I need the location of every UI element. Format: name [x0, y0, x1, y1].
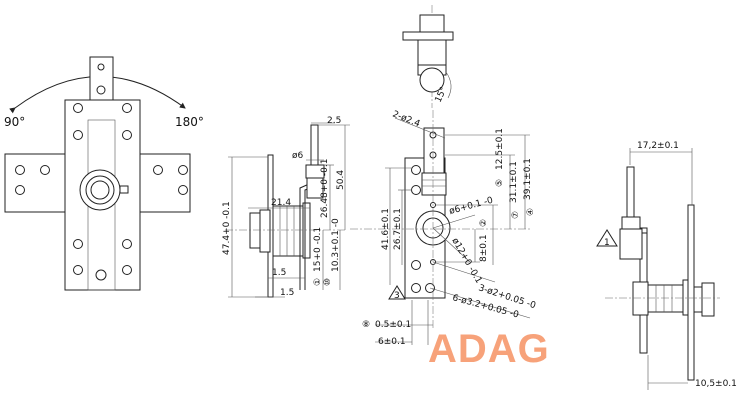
- marker-1: ①: [313, 278, 323, 286]
- brand-logo: ADAG: [428, 327, 550, 371]
- dim-15: 15+0 -0.1: [313, 227, 323, 272]
- dim-2-5: 2.5: [327, 116, 341, 126]
- dim-26-48: 26.48+0 -0.1: [320, 159, 330, 218]
- top-view: 15°: [402, 5, 454, 108]
- dim-d6: ø6: [292, 151, 304, 161]
- front-view: 2-ø2.4 39.1±0.1 ④ 31.1±0.1 ⑦ 12.5±0.1 ⑤ …: [350, 110, 537, 347]
- marker-4: ④: [526, 208, 536, 216]
- warning-3-label: 3: [394, 291, 400, 301]
- angle-180-label: 180°: [175, 115, 204, 129]
- dim-6: 6±0.1: [378, 337, 406, 347]
- dim-10-3: 10.3+0.1 -0: [331, 218, 341, 272]
- marker-5: ⑤: [495, 179, 505, 187]
- dim-39-1: 39.1±0.1: [523, 158, 533, 200]
- dim-31-1: 31.1±0.1: [509, 161, 519, 203]
- dim-1-5-b: 1.5: [280, 288, 294, 298]
- marker-2: ②: [479, 219, 489, 227]
- dim-d6-bore: ø6+0.1 -0: [448, 196, 494, 217]
- rotation-view: 90° 180°: [4, 56, 204, 291]
- warning-triangle-1: [596, 229, 618, 247]
- dim-47-4: 47.4+0 -0.1: [222, 201, 232, 255]
- dim-12-5: 12.5±0.1: [495, 128, 505, 170]
- dim-0-5: 0.5±0.1: [375, 320, 411, 330]
- dim-50-4: 50.4: [336, 170, 346, 190]
- angle-90-label: 90°: [4, 115, 25, 129]
- dim-21-4: 21.4: [271, 198, 291, 208]
- marker-7: ⑦: [511, 211, 521, 219]
- end-plate: [687, 204, 695, 381]
- dim-1-5-a: 1.5: [272, 268, 286, 278]
- dim-2-d2-4: 2-ø2.4: [391, 110, 422, 130]
- marker-8: ⑧: [362, 320, 370, 330]
- warning-triangle-3: [388, 285, 406, 300]
- side-view: 47.4+0 -0.1 2.5 ø6 50.4 26.48+0 -0.1 21.…: [222, 116, 350, 298]
- marker-10: ⑩: [323, 278, 333, 286]
- dim-26-7: 26.7±0.1: [393, 208, 403, 250]
- dim-41-6: 41.6±0.1: [381, 208, 391, 250]
- dim-17-2: 17,2±0.1: [637, 141, 679, 151]
- dim-8: 8±0.1: [479, 234, 489, 262]
- dim-10-5: 10,5±0.1: [695, 379, 737, 389]
- warning-1-label: 1: [604, 238, 610, 248]
- end-view: 17,2±0.1 10,5±0.1 1: [596, 141, 737, 390]
